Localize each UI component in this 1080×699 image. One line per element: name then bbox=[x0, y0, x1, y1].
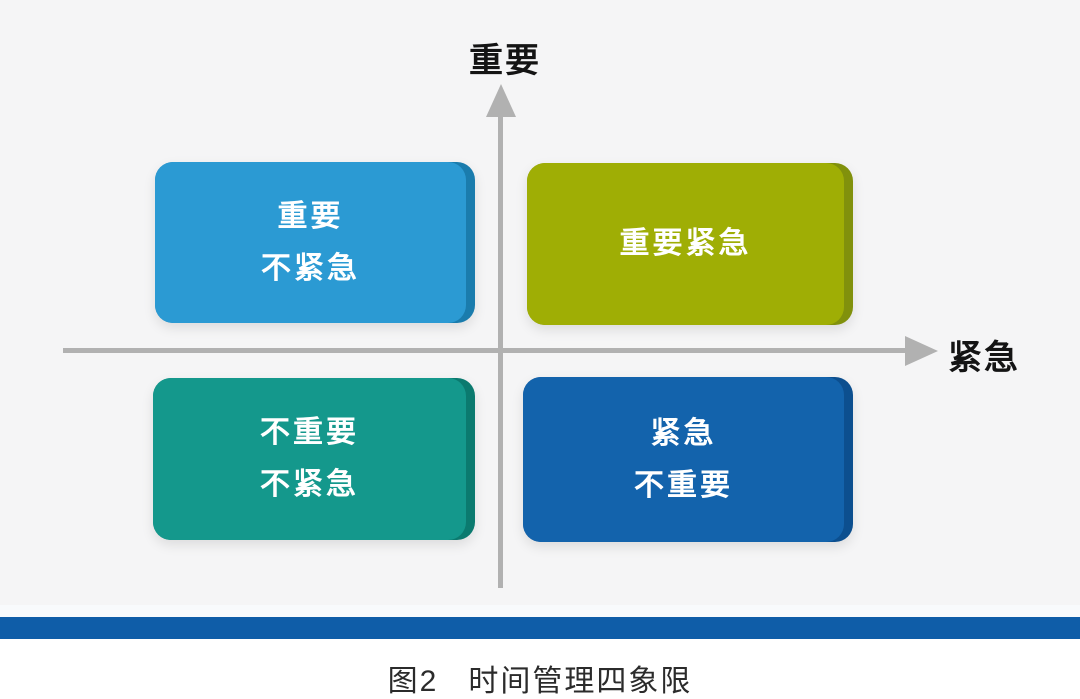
y-axis-label: 重要 bbox=[469, 42, 541, 80]
arrow-up-icon bbox=[486, 84, 516, 117]
quadrant-label-line: 紧急 bbox=[650, 416, 717, 450]
pre-bar-highlight-strip bbox=[0, 605, 1080, 617]
figure-title: 时间管理四象限 bbox=[468, 665, 693, 698]
figure-caption: 图2 时间管理四象限 bbox=[0, 656, 1080, 699]
quadrant-face: 不重要 不紧急 bbox=[153, 378, 466, 540]
quadrant-face: 重要 不紧急 bbox=[155, 162, 466, 323]
quadrant-face: 紧急 不重要 bbox=[523, 377, 844, 542]
quadrant-not-important-not-urgent: 不重要 不紧急 bbox=[153, 378, 475, 540]
quadrant-label-line: 重要紧急 bbox=[619, 227, 752, 260]
quadrant-label-line: 不重要 bbox=[260, 416, 359, 449]
quadrant-face: 重要紧急 bbox=[527, 163, 844, 325]
quadrant-urgent-not-important: 紧急 不重要 bbox=[523, 377, 853, 542]
quadrant-label-line: 不重要 bbox=[634, 468, 733, 502]
arrow-right-icon bbox=[905, 336, 938, 366]
quadrant-label-line: 重要 bbox=[277, 199, 344, 233]
quadrant-important-urgent: 重要紧急 bbox=[527, 163, 853, 325]
x-axis-label: 紧急 bbox=[948, 339, 1020, 377]
quadrant-label-line: 不紧急 bbox=[260, 468, 359, 501]
quadrant-important-not-urgent: 重要 不紧急 bbox=[155, 162, 475, 323]
figure-number: 图2 bbox=[387, 665, 439, 698]
footer-divider-bar bbox=[0, 617, 1080, 639]
horizontal-axis-line bbox=[63, 348, 908, 353]
quadrant-label-line: 不紧急 bbox=[261, 251, 360, 285]
